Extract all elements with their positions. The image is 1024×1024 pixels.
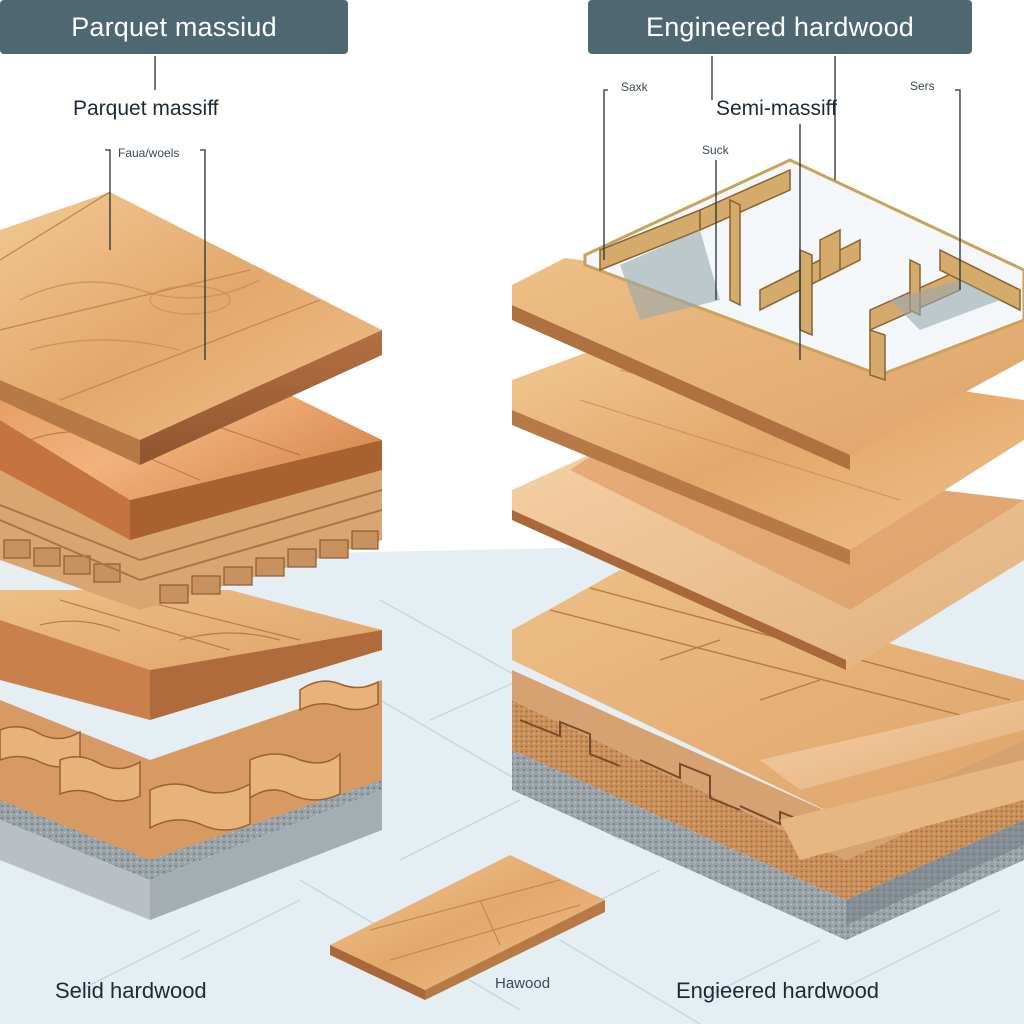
engineered-subtitle: Semi-massiff xyxy=(716,97,837,120)
base-wood-layer xyxy=(0,680,382,860)
engineered-hardwood-stack xyxy=(512,158,1024,940)
solid-hardwood-banner: Parquet massiud xyxy=(0,0,348,54)
engineered-hardwood-banner: Engineered hardwood xyxy=(588,0,972,54)
engineered-label-b: Suck xyxy=(702,143,729,157)
solid-caption: Selid hardwood xyxy=(55,978,207,1003)
solid-hardwood-stack xyxy=(0,191,383,920)
engineered-label-c: Sers xyxy=(910,79,935,93)
callout-lines xyxy=(105,56,961,360)
plank-layer-1-top xyxy=(0,192,382,440)
solid-subtitle: Parquet massiff xyxy=(73,97,219,120)
engineered-caption: Engieered hardwood xyxy=(676,978,880,1003)
plank-label: Hawood xyxy=(495,975,551,992)
underlay-layer xyxy=(0,760,382,880)
engineered-label-a: Saxk xyxy=(621,80,648,94)
hardwood-sample-plank xyxy=(330,855,605,1000)
solid-small-label: Faua/woels xyxy=(118,146,180,160)
